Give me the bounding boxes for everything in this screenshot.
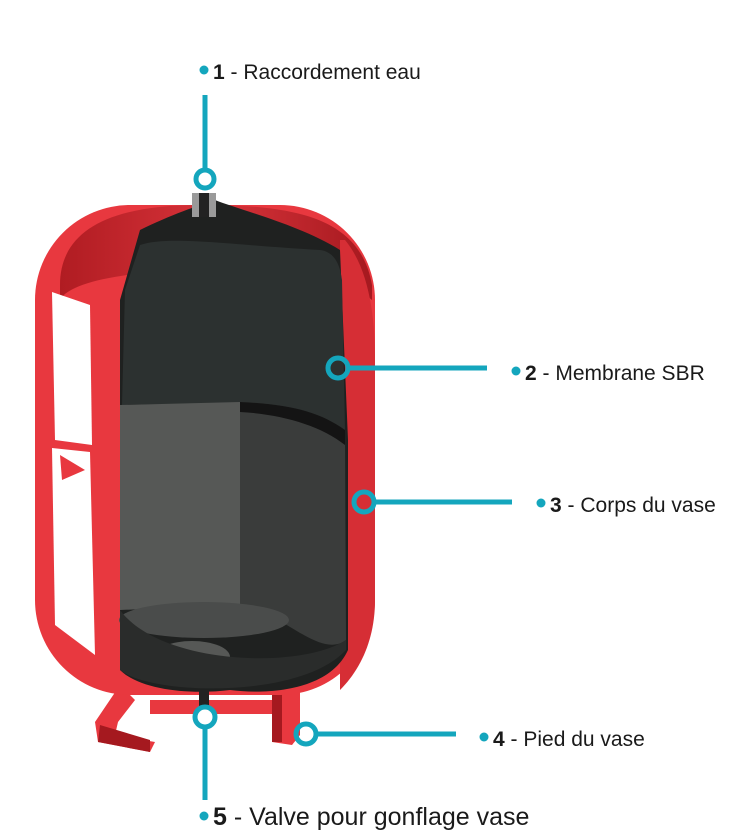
water-connection-fitting [192, 193, 216, 217]
bullet-4 [480, 733, 489, 742]
membrane [119, 200, 348, 692]
label-valve-gonflage: 5 - Valve pour gonflage vase [213, 803, 529, 831]
leader-marker-5 [195, 707, 215, 727]
label-membrane-sbr: 2 - Membrane SBR [525, 362, 705, 385]
leader-marker-1 [196, 170, 214, 188]
label-corps-du-vase: 3 - Corps du vase [550, 494, 716, 517]
label-pied-du-vase: 4 - Pied du vase [493, 728, 645, 751]
bullet-3 [537, 499, 546, 508]
label-raccordement-eau: 1 - Raccordement eau [213, 61, 421, 84]
bullet-1 [200, 66, 209, 75]
bullet-5 [200, 812, 209, 821]
bullet-2 [512, 367, 521, 376]
